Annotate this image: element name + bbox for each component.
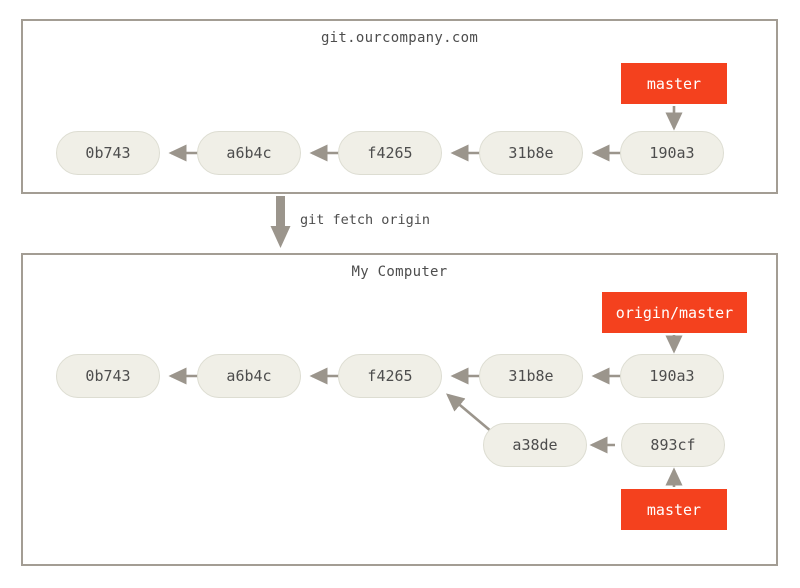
branch-label-remote-master[interactable]: master [621,63,727,104]
panel-local-title: My Computer [351,264,448,280]
panel-remote-title: git.ourcompany.com [320,30,479,46]
commit-node-local-0b743[interactable]: 0b743 [56,354,160,398]
panel-remote-repository: git.ourcompany.com [21,19,778,194]
branch-label-local-master[interactable]: master [621,489,727,530]
commit-node-remote-31b8e[interactable]: 31b8e [479,131,583,175]
commit-node-local-f4265[interactable]: f4265 [338,354,442,398]
commit-node-local-a6b4c[interactable]: a6b4c [197,354,301,398]
commit-node-remote-190a3[interactable]: 190a3 [620,131,724,175]
fetch-command-label: git fetch origin [300,212,431,228]
commit-node-remote-0b743[interactable]: 0b743 [56,131,160,175]
fetch-arrow [270,196,291,248]
commit-node-remote-f4265[interactable]: f4265 [338,131,442,175]
branch-label-origin-master[interactable]: origin/master [602,292,747,333]
commit-node-remote-a6b4c[interactable]: a6b4c [197,131,301,175]
commit-node-local-31b8e[interactable]: 31b8e [479,354,583,398]
panel-local-repository: My Computer [21,253,778,566]
commit-node-local-893cf[interactable]: 893cf [621,423,725,467]
commit-node-local-a38de[interactable]: a38de [483,423,587,467]
commit-node-local-190a3[interactable]: 190a3 [620,354,724,398]
